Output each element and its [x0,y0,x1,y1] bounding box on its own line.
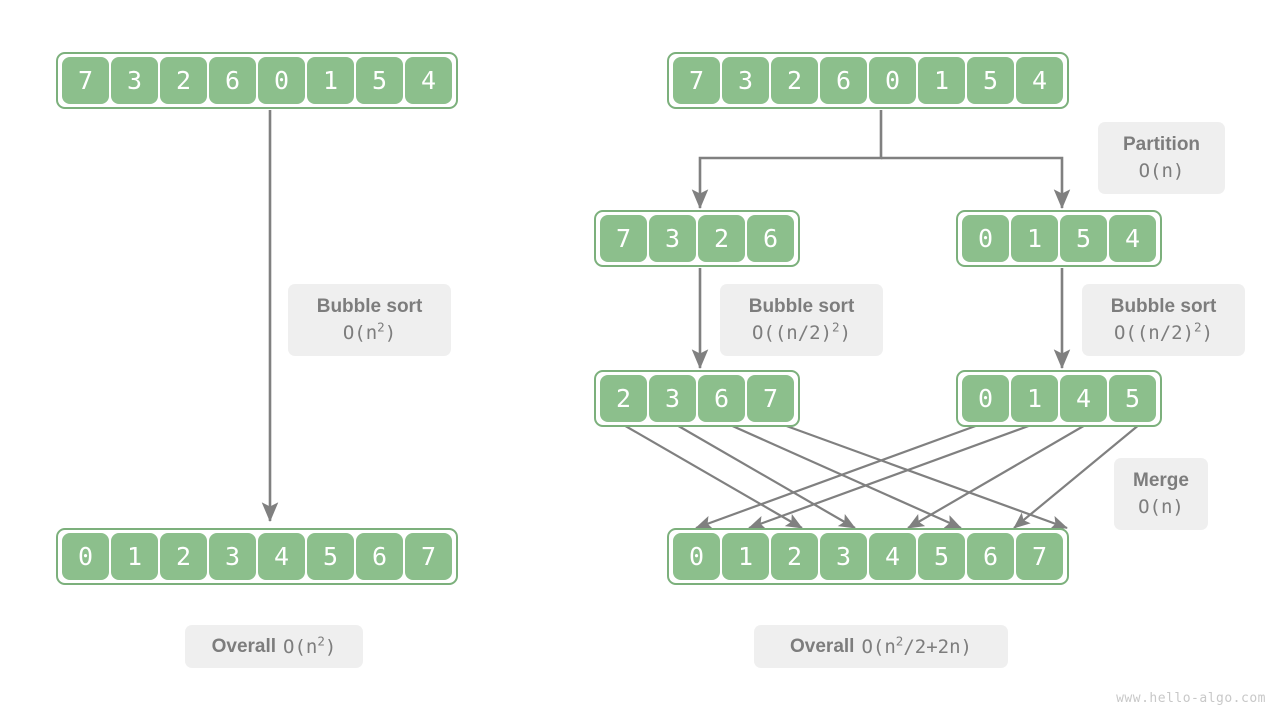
left-subarray-sort-label: Bubble sort O((n/2)2) [720,284,883,356]
array-cell: 5 [918,533,965,580]
site-watermark: www.hello-algo.com [1116,691,1266,706]
array-cell: 4 [1016,57,1063,104]
left-subarray-sort-title: Bubble sort [748,296,855,317]
left-bubble-sort-complexity: O(n2) [342,319,397,344]
array-cell: 0 [62,533,109,580]
left-overall-label: Overall O(n2) [185,625,363,668]
array-cell: 1 [111,533,158,580]
array-cell: 3 [649,215,696,262]
array-cell: 1 [722,533,769,580]
array-cell: 6 [967,533,1014,580]
right-overall-label: Overall O(n2/2+2n) [754,625,1008,668]
array-cell: 0 [258,57,305,104]
partition-fork-arrows [691,110,1071,210]
array-cell: 4 [1060,375,1107,422]
array-cell: 6 [747,215,794,262]
array-cell: 5 [307,533,354,580]
array-cell: 4 [1109,215,1156,262]
merge-title: Merge [1133,470,1189,491]
array-cell: 5 [967,57,1014,104]
merge-complexity: O(n) [1138,496,1184,518]
right-subarray-sort-complexity: O((n/2)2) [1113,319,1214,344]
right-overall-complexity: O(n2/2+2n) [861,633,972,658]
array-cell: 2 [160,533,207,580]
array-cell: 0 [673,533,720,580]
array-cell: 1 [918,57,965,104]
array-cell: 4 [258,533,305,580]
array-cell: 7 [747,375,794,422]
partition-title: Partition [1122,134,1201,155]
array-cell: 2 [771,57,818,104]
left-bubble-sort-title: Bubble sort [316,296,423,317]
array-cell: 1 [1011,215,1058,262]
array-cell: 3 [209,533,256,580]
array-cell: 4 [405,57,452,104]
right-subarray-sort-label: Bubble sort O((n/2)2) [1082,284,1245,356]
array-cell: 3 [649,375,696,422]
left-overall-title: Overall [211,635,277,657]
merge-arrows [621,422,1141,530]
array-cell: 0 [869,57,916,104]
array-cell: 2 [771,533,818,580]
array-cell: 1 [1011,375,1058,422]
partition-complexity: O(n) [1138,160,1185,182]
left-subarray-sort-complexity: O((n/2)2) [751,319,852,344]
right-subarray-sort-title: Bubble sort [1110,296,1217,317]
array-cell: 7 [1016,533,1063,580]
left-bubble-sort-label: Bubble sort O(n2) [288,284,451,356]
array-cell: 4 [869,533,916,580]
array-cell: 6 [356,533,403,580]
partition-label: Partition O(n) [1098,122,1225,194]
array-cell: 6 [698,375,745,422]
array-cell: 5 [356,57,403,104]
array-cell: 3 [722,57,769,104]
right-overall-title: Overall [790,635,855,657]
array-cell: 2 [160,57,207,104]
array-cell: 0 [962,215,1009,262]
array-cell: 3 [111,57,158,104]
array-cell: 1 [307,57,354,104]
left-overall-complexity: O(n2) [283,633,337,658]
array-cell: 5 [1060,215,1107,262]
array-cell: 3 [820,533,867,580]
array-cell: 5 [1109,375,1156,422]
array-cell: 2 [600,375,647,422]
array-cell: 6 [820,57,867,104]
array-cell: 0 [962,375,1009,422]
array-cell: 7 [600,215,647,262]
array-cell: 2 [698,215,745,262]
array-cell: 7 [673,57,720,104]
array-cell: 7 [62,57,109,104]
array-cell: 6 [209,57,256,104]
merge-label: Merge O(n) [1114,458,1208,530]
array-cell: 7 [405,533,452,580]
